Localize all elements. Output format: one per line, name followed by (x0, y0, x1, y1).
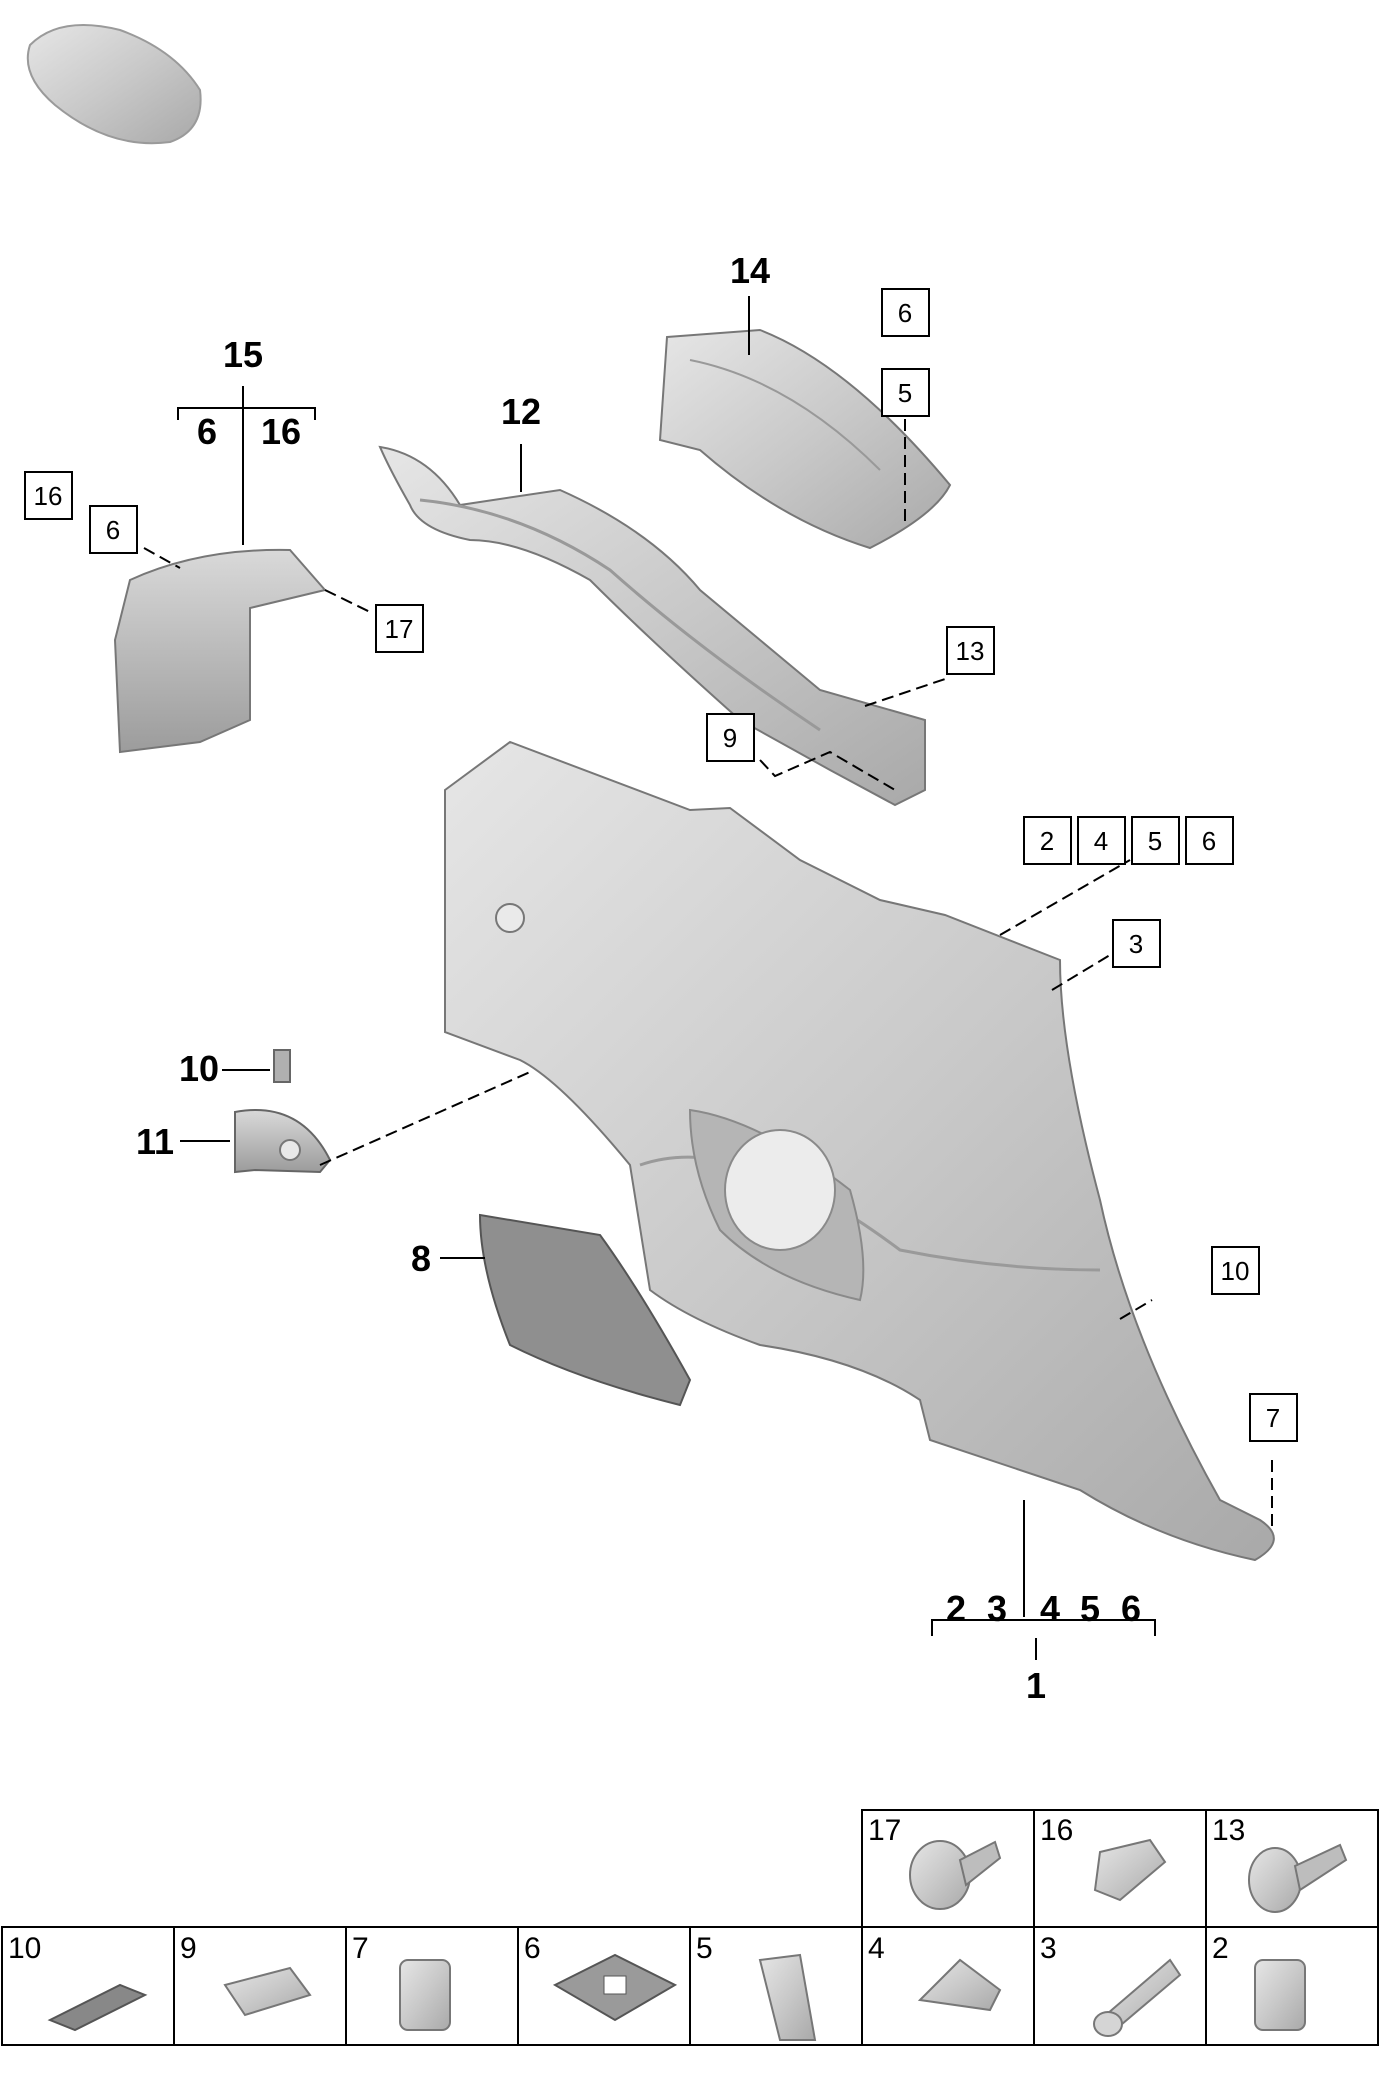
callout-1: 1 (1026, 1665, 1046, 1706)
callout-10: 10 (179, 1048, 219, 1089)
leader-lines (103, 296, 1273, 1660)
clip-7-icon (399, 1959, 451, 2031)
part-11-bracket (234, 1109, 332, 1174)
box-16-left: 16 (34, 481, 63, 511)
part-14-upper-trim (658, 328, 952, 550)
box-5-top: 5 (898, 378, 912, 408)
callout-15-16: 16 (261, 411, 301, 452)
callout-12: 12 (501, 391, 541, 432)
plug-3-icon (1093, 1958, 1182, 2037)
callout-6: 6 (1121, 1588, 1141, 1629)
cell-label-9: 9 (180, 1932, 197, 1965)
box-13: 13 (956, 636, 985, 666)
box-3: 3 (1129, 929, 1143, 959)
cell-label-7: 7 (352, 1932, 369, 1965)
pad-10-icon (47, 1983, 148, 2032)
box-6-left: 6 (106, 515, 120, 545)
callout-2: 2 (946, 1588, 966, 1629)
callout-11: 11 (136, 1121, 174, 1162)
clip-2-icon (1254, 1959, 1306, 2031)
callout-numbers: 14 12 15 6 16 10 11 8 2 3 4 5 6 1 (136, 250, 1141, 1706)
callout-8: 8 (411, 1238, 431, 1279)
box-7: 7 (1266, 1403, 1280, 1433)
callout-5: 5 (1080, 1588, 1100, 1629)
clip-4-icon (917, 1958, 1002, 2012)
clip-16-icon (1093, 1838, 1167, 1902)
screw-13-icon (1248, 1843, 1348, 1913)
cell-label-16: 16 (1040, 1814, 1073, 1847)
box-2: 2 (1040, 826, 1054, 856)
pad-9-icon (223, 1966, 312, 2017)
cell-label-4: 4 (868, 1932, 885, 1965)
cell-label-17: 17 (868, 1814, 901, 1847)
part-12-guide-rail (378, 445, 926, 807)
clip-5-icon (758, 1953, 817, 2041)
cell-label-10: 10 (8, 1932, 41, 1965)
cell-label-13: 13 (1212, 1814, 1245, 1847)
box-6-top: 6 (898, 298, 912, 328)
callout-15-6: 6 (197, 411, 217, 452)
parts-table (1, 1809, 1379, 2046)
foil-6-icon (552, 1953, 678, 2022)
screw-17-icon (909, 1840, 1002, 1910)
part-10-clip (273, 1049, 291, 1083)
box-6: 6 (1202, 826, 1216, 856)
cell-label-3: 3 (1040, 1932, 1057, 1965)
boxed-callout-labels: 6 5 16 6 17 13 9 2 4 5 6 3 10 7 (34, 298, 1281, 1433)
box-10: 10 (1221, 1256, 1250, 1286)
box-5: 5 (1148, 826, 1162, 856)
callout-4: 4 (1040, 1588, 1060, 1629)
boxed-callouts (24, 288, 1298, 1442)
part-1-quarter-panel (444, 740, 1275, 1562)
callout-3: 3 (987, 1588, 1007, 1629)
cell-label-5: 5 (696, 1932, 713, 1965)
box-4: 4 (1094, 826, 1108, 856)
part-8-cover (478, 1213, 692, 1407)
cell-label-2: 2 (1212, 1932, 1229, 1965)
parts-table-labels: 17 16 13 10 9 7 6 5 4 3 2 (8, 1814, 1245, 1965)
box-9: 9 (723, 723, 737, 753)
cell-label-6: 6 (524, 1932, 541, 1965)
callout-15: 15 (223, 334, 263, 375)
callout-14: 14 (730, 250, 770, 291)
box-17: 17 (385, 614, 414, 644)
car-silhouette-icon (26, 24, 202, 145)
part-15-pillar-trim (113, 548, 327, 754)
